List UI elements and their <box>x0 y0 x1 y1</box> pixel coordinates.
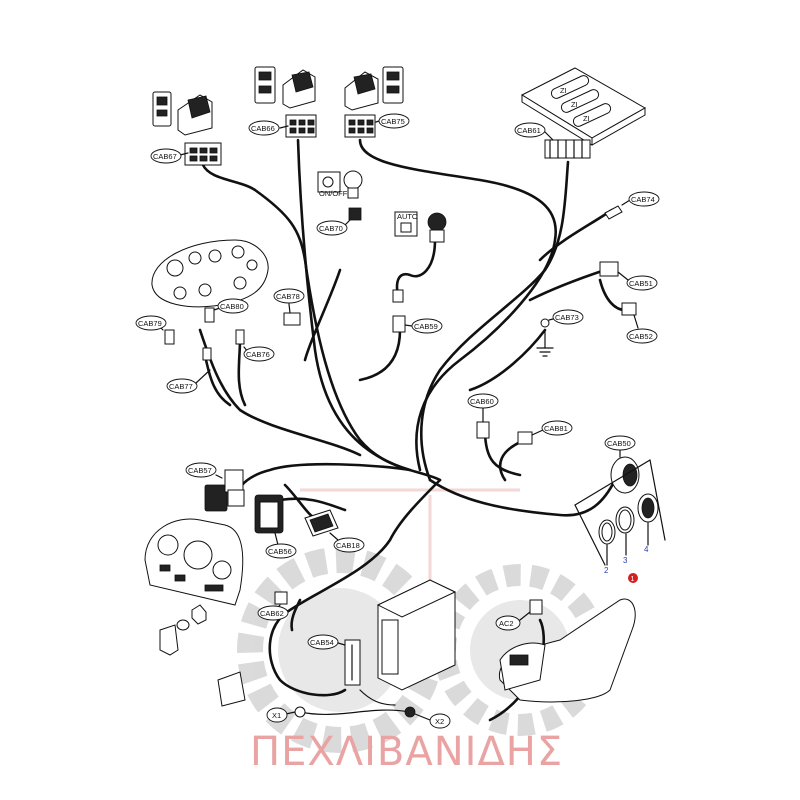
keypad-text-3: ZI <box>583 114 590 123</box>
switch-panel <box>151 239 269 308</box>
label-x2: X2 <box>435 717 444 726</box>
label-cab54: CAB54 <box>310 638 334 647</box>
label-cab18: CAB18 <box>336 541 360 550</box>
callout-badge <box>628 573 638 583</box>
label-cab61: CAB61 <box>517 126 541 135</box>
oval-cab76 <box>243 346 275 362</box>
oval-ac2 <box>495 615 521 631</box>
label-cab51: CAB51 <box>629 279 653 288</box>
label-cab62: CAB62 <box>260 609 284 618</box>
keypad-panel: ZI ZI ZI <box>520 67 647 146</box>
connector-cab57 <box>204 469 245 512</box>
oval-cab61 <box>514 122 546 138</box>
oval-cab67 <box>150 148 182 164</box>
part-number-4: 4 <box>644 545 649 554</box>
oval-cab54 <box>307 634 339 650</box>
connector-cab56 <box>254 494 284 534</box>
label-x1: X1 <box>272 711 281 720</box>
oval-cab77 <box>166 378 198 394</box>
label-cab73: CAB73 <box>555 313 579 322</box>
label-ovals: CAB67 CAB66 CAB75 CAB61 CAB74 CAB51 CAB5… <box>135 113 660 729</box>
oval-cab52 <box>626 328 658 344</box>
connector-cab18 <box>304 509 339 537</box>
oval-cab51 <box>626 275 658 291</box>
label-cab59: CAB59 <box>414 322 438 331</box>
oval-cab59 <box>411 318 443 334</box>
auto-button: AUTO <box>392 211 447 333</box>
label-cab57: CAB57 <box>188 466 212 475</box>
rocker-switch-cab75 <box>344 66 404 138</box>
label-cab70: CAB70 <box>319 224 343 233</box>
oval-cab18 <box>333 537 365 553</box>
label-cab78: CAB78 <box>276 292 300 301</box>
label-cab66: CAB66 <box>251 124 275 133</box>
oval-cab60 <box>467 393 499 409</box>
oval-cab66 <box>248 120 280 136</box>
rocker-switch-cab67 <box>152 91 222 166</box>
label-cab74: CAB74 <box>631 195 655 204</box>
label-cab75: CAB75 <box>381 117 405 126</box>
seal-rings: 2 3 4 1 <box>598 493 659 583</box>
oval-cab70 <box>316 220 348 236</box>
ring-terminals <box>294 706 416 718</box>
onoff-button: ON/OFF <box>317 170 363 221</box>
label-cab67: CAB67 <box>153 152 177 161</box>
instrument-cluster <box>144 518 244 606</box>
small-connectors-left <box>164 307 301 361</box>
connector-cab61 <box>544 139 591 159</box>
label-cab77: CAB77 <box>169 382 193 391</box>
oval-cab62 <box>257 605 289 621</box>
round-connector-cab50 <box>574 456 666 566</box>
label-cab81: CAB81 <box>544 424 568 433</box>
label-cab50: CAB50 <box>607 439 631 448</box>
rocker-switch-cab66 <box>254 66 317 138</box>
callout-number: 1 <box>631 576 635 583</box>
small-hardware <box>159 591 288 707</box>
oval-cab79 <box>135 315 167 331</box>
ground-wire-x1-x2 <box>299 709 411 715</box>
label-cab80: CAB80 <box>220 302 244 311</box>
ground-wire-branch <box>359 689 396 706</box>
watermark-text: ΠΕΧΛΙΒΑΝΙΔΗΣ <box>250 729 563 775</box>
oval-cab80 <box>217 298 249 314</box>
part-number-2: 2 <box>604 566 609 575</box>
oval-cab50 <box>604 435 636 451</box>
oval-x1 <box>266 707 288 723</box>
part-number-3: 3 <box>623 556 628 565</box>
oval-cab57 <box>185 462 217 478</box>
control-module-cab54 <box>344 579 457 691</box>
oval-cab75 <box>378 113 410 129</box>
oval-cab81 <box>541 420 573 436</box>
oval-cab74 <box>628 191 660 207</box>
label-ac2: AC2 <box>499 619 514 628</box>
keypad-text-2: ZI <box>571 100 578 109</box>
label-cab60: CAB60 <box>470 397 494 406</box>
oval-x2 <box>429 713 451 729</box>
label-cab76: CAB76 <box>246 350 270 359</box>
label-cab52: CAB52 <box>629 332 653 341</box>
oval-cab56 <box>265 543 297 559</box>
armrest-ac2 <box>498 598 636 703</box>
onoff-label: ON/OFF <box>319 189 348 198</box>
oval-cab78 <box>273 288 305 304</box>
keypad-text-1: ZI <box>560 86 567 95</box>
label-cab79: CAB79 <box>138 319 162 328</box>
oval-cab73 <box>552 309 584 325</box>
auto-label: AUTO <box>397 212 418 221</box>
label-cab56: CAB56 <box>268 547 292 556</box>
